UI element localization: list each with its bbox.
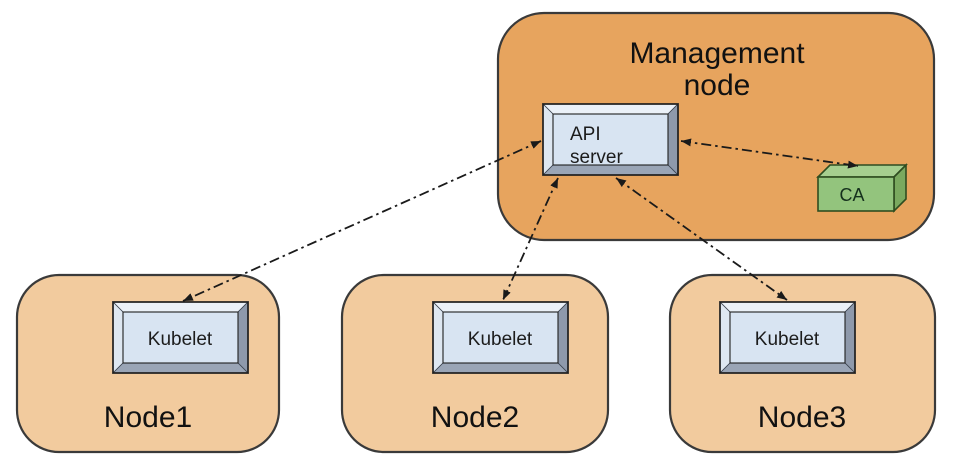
bevel-right <box>667 103 679 176</box>
bevel-left <box>112 301 124 374</box>
bevel-top <box>112 301 249 313</box>
node1-label: Node1 <box>104 401 192 434</box>
kubelet-face <box>122 311 239 364</box>
node3-kubelet-label: Kubelet <box>755 329 820 350</box>
bevel-left <box>719 301 731 374</box>
kubelet-frame <box>432 301 569 374</box>
node2-label: Node2 <box>431 401 519 434</box>
bevel-top <box>542 103 679 115</box>
node1: Kubelet Node1 <box>15 273 281 454</box>
arrow-api-ca <box>680 138 859 169</box>
bevel-right <box>844 301 856 374</box>
node3: Kubelet Node3 <box>668 273 937 454</box>
api-server-frame <box>542 103 679 176</box>
api-server-label-line1: API <box>570 124 601 145</box>
bevel-right <box>237 301 249 374</box>
api-server-box: API server <box>542 103 679 176</box>
node2: Kubelet Node2 <box>340 273 610 454</box>
kubelet-frame <box>112 301 249 374</box>
kubelet-face <box>729 311 846 364</box>
ca-top-face <box>816 164 908 178</box>
api-server-label-line2: server <box>570 147 623 168</box>
node1-kubelet-box: Kubelet <box>112 301 249 374</box>
bevel-right <box>557 301 569 374</box>
arrow-api-node2-kubelet <box>502 177 559 301</box>
kubelet-face <box>442 311 559 364</box>
node2-kubelet-box: Kubelet <box>432 301 569 374</box>
bevel-bottom <box>112 362 249 374</box>
bevel-top <box>432 301 569 313</box>
arrow-api-node1-kubelet <box>182 140 542 302</box>
bevel-bottom <box>719 362 856 374</box>
kubelet-frame <box>719 301 856 374</box>
bevel-bottom <box>432 362 569 374</box>
ca-box: CA <box>816 163 908 213</box>
api-server-face <box>552 113 669 166</box>
node3-kubelet-box: Kubelet <box>719 301 856 374</box>
management-node-title-line1: Management <box>629 37 805 70</box>
arrow-api-node3-kubelet <box>615 177 788 301</box>
connections <box>182 138 859 302</box>
ca-front-face <box>817 176 895 212</box>
node3-label: Node3 <box>758 401 846 434</box>
bevel-left <box>432 301 444 374</box>
bevel-top <box>719 301 856 313</box>
node1-kubelet-label: Kubelet <box>148 329 213 350</box>
management-node-title-line2: node <box>684 69 751 102</box>
node2-kubelet-label: Kubelet <box>468 329 533 350</box>
bevel-left <box>542 103 554 176</box>
ca-label: CA <box>839 185 864 205</box>
